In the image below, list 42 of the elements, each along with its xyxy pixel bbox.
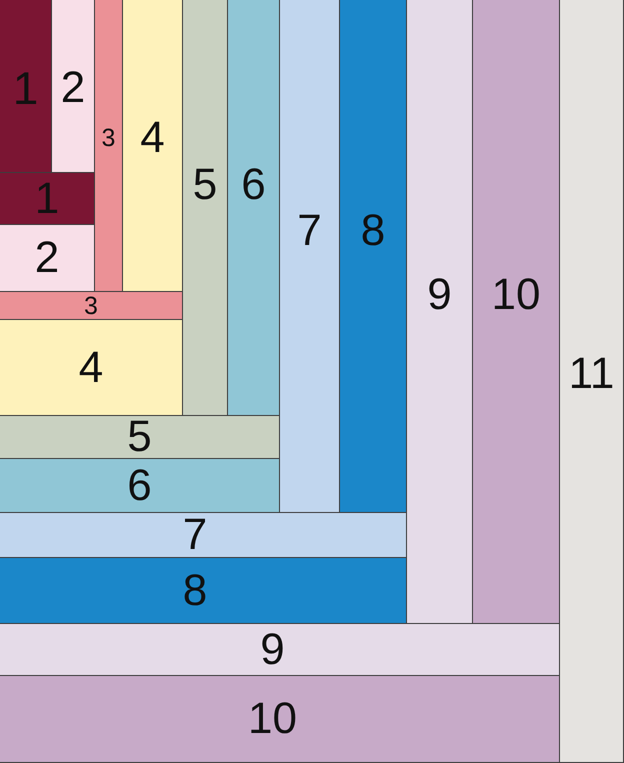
fabric-strip (0, 173, 95, 225)
strip-number: 9 (427, 276, 452, 312)
strip-number: 4 (140, 120, 165, 156)
fabric-strip (95, 0, 123, 292)
fabric-strip (228, 0, 280, 416)
fabric-strip (123, 0, 183, 292)
fabric-strip (0, 459, 280, 513)
strip-number: 8 (360, 213, 386, 249)
fabric-strip (407, 0, 473, 624)
strip-number: 3 (84, 296, 98, 316)
strip-number: 5 (127, 419, 152, 455)
fabric-strip (0, 292, 183, 320)
fabric-strip (0, 0, 52, 173)
strip-number: 5 (192, 166, 218, 202)
strip-number: 1 (12, 70, 38, 106)
fabric-strip (52, 0, 95, 173)
fabric-strip (0, 225, 95, 292)
strip-number: 2 (60, 70, 86, 106)
fabric-strip (0, 624, 560, 676)
fabric-strip (0, 513, 407, 558)
strip-number: 9 (260, 632, 285, 668)
strip-number: 7 (182, 517, 208, 553)
fabric-strip (280, 0, 340, 513)
fabric-strip (0, 416, 280, 459)
strip-number: 2 (34, 240, 60, 276)
strip-number: 6 (127, 468, 152, 504)
strip-number: 8 (182, 572, 208, 608)
strip-number: 4 (78, 350, 104, 386)
fabric-strip (0, 320, 183, 416)
strip-number: 10 (248, 701, 297, 737)
strip-number: 6 (241, 166, 266, 202)
strip-number: 1 (34, 180, 60, 216)
strip-number: 11 (568, 356, 614, 392)
fabric-strip (560, 0, 624, 763)
fabric-strip (0, 676, 560, 763)
strip-number: 3 (102, 128, 116, 148)
strip-number: 10 (492, 276, 540, 312)
fabric-strip (340, 0, 407, 513)
fabric-strip (0, 558, 407, 624)
fabric-strip (473, 0, 560, 624)
fabric-strip (183, 0, 228, 416)
strip-number: 7 (297, 213, 322, 249)
